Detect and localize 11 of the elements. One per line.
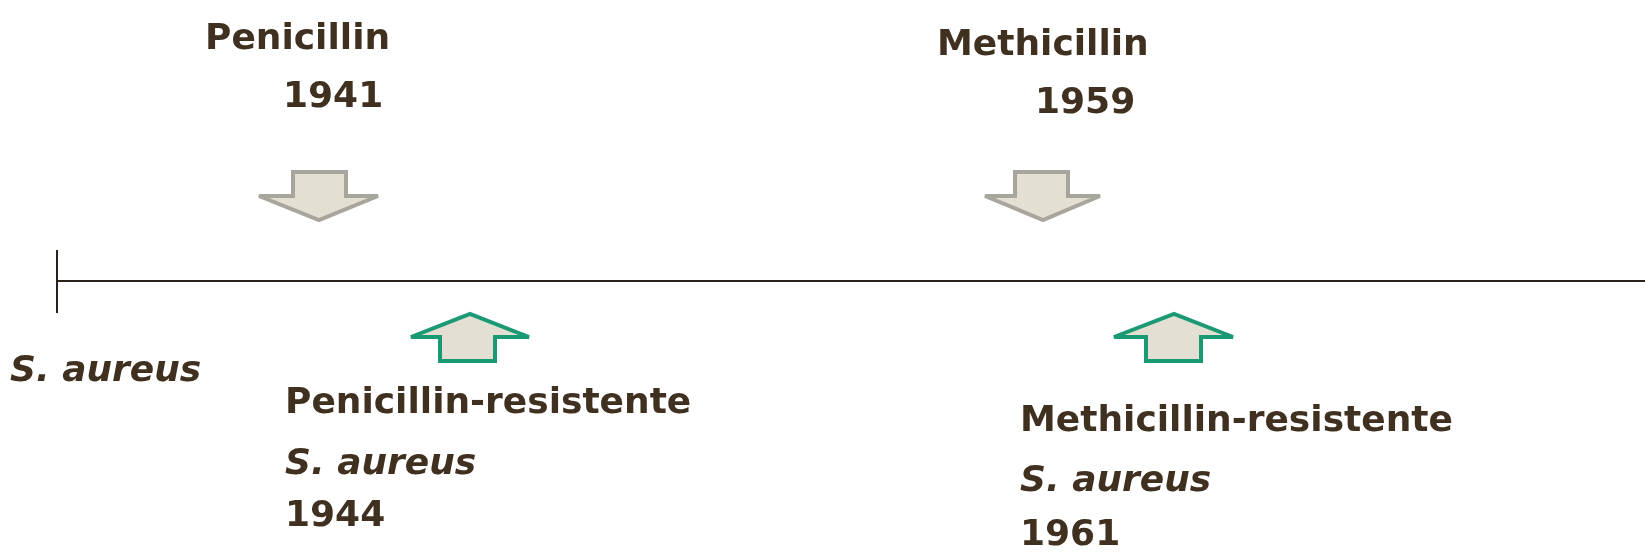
species-name: S. aureus bbox=[1020, 458, 1212, 500]
year-label: 1941 bbox=[283, 74, 384, 116]
year-label: 1944 bbox=[285, 493, 386, 535]
drug-name: Penicillin bbox=[205, 16, 391, 58]
drug-name: Methicillin bbox=[937, 22, 1149, 64]
species-name: S. aureus bbox=[285, 441, 477, 483]
resistance-label: Methicillin-resistente bbox=[1020, 398, 1453, 440]
resistance-label: Penicillin-resistente bbox=[285, 380, 692, 422]
species-name: S. aureus bbox=[10, 348, 202, 390]
year-label: 1961 bbox=[1020, 512, 1121, 554]
year-label: 1959 bbox=[1035, 80, 1136, 122]
